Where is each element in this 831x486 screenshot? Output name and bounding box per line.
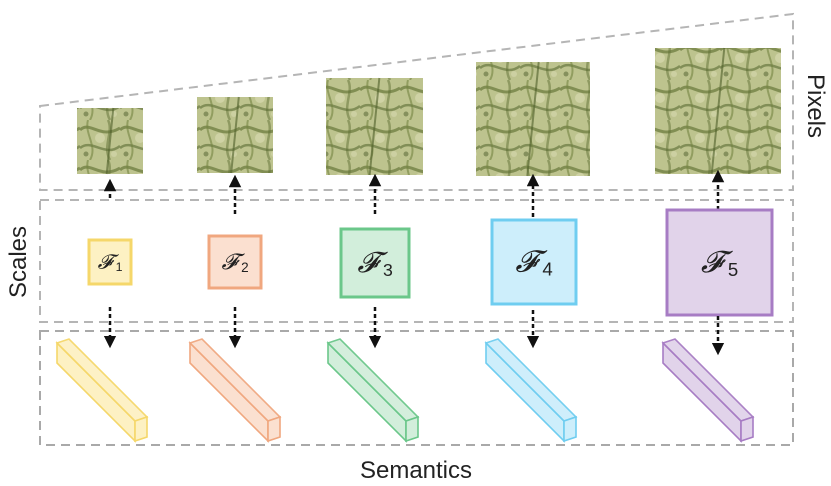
- feature-box-3: [339, 227, 411, 299]
- pixel-image-3: [326, 77, 423, 176]
- pixel-image-2: [197, 96, 273, 174]
- feature-box-2: [207, 234, 263, 290]
- semantic-beam-1: [55, 338, 149, 443]
- semantic-beam-2: [188, 338, 282, 443]
- feature-subscript-1: 1: [116, 260, 123, 274]
- pixel-image-5: [655, 47, 781, 175]
- feature-subscript-4: 4: [542, 259, 552, 280]
- scales-label: Scales: [5, 226, 32, 298]
- pixels-label: Pixels: [802, 74, 829, 138]
- scales-region-border: [39, 199, 794, 323]
- feature-subscript-2: 2: [241, 260, 249, 275]
- pixel-image-4: [476, 61, 590, 177]
- semantics-label: Semantics: [360, 457, 472, 484]
- semantic-beam-5: [661, 338, 755, 443]
- pixels-region-border: [39, 12, 794, 191]
- semantic-beam-4: [484, 338, 578, 443]
- semantic-beam-3: [326, 338, 420, 443]
- feature-box-4: [490, 218, 578, 306]
- semantics-region-border: [39, 330, 794, 446]
- pixel-image-1: [77, 107, 143, 175]
- feature-subscript-3: 3: [383, 260, 393, 280]
- feature-box-1: [87, 238, 133, 286]
- feature-box-5: [665, 208, 774, 317]
- feature-subscript-5: 5: [728, 259, 738, 280]
